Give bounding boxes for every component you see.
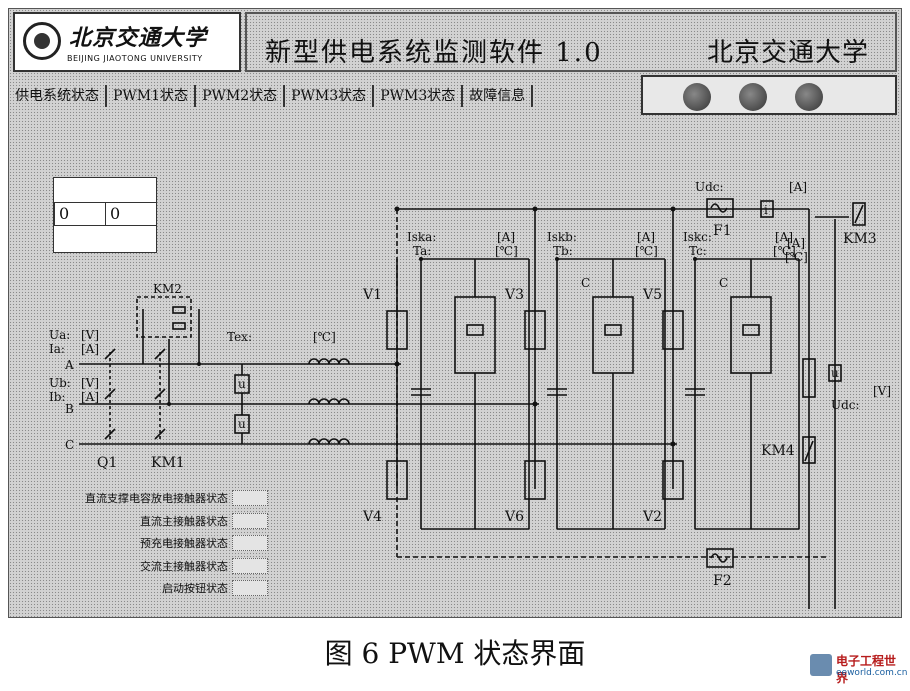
label-tex-unit: [℃] (313, 330, 336, 344)
label-i-meter: i (764, 203, 768, 217)
label-v5: V5 (642, 287, 662, 303)
label-tc-unit: [℃] (773, 244, 796, 258)
status-row: 直流主接触器状态 (85, 510, 268, 533)
label-v3: V3 (504, 287, 524, 303)
label-udc-top: Udc: (695, 180, 724, 194)
label-udc: Udc: (831, 398, 860, 412)
watermark: 电子工程世界 eeworld.com.cn (810, 652, 908, 686)
status-indicator (232, 512, 268, 529)
tab-bar: 供电系统状态 PWM1状态 PWM2状态 PWM3状态 PWM3状态 故障信息 (9, 79, 534, 113)
label-ua-unit: [V] (81, 328, 99, 342)
label-right-unit-c: [℃] (785, 250, 808, 264)
figure-caption: 图 6 PWM 状态界面 (324, 637, 586, 670)
label-v1: V1 (362, 287, 382, 303)
label-iskb-unit: [A] (637, 230, 655, 244)
label-ub: Ub: (49, 376, 71, 390)
header: 北京交通大学 BEIJING JIAOTONG UNIVERSITY 新型供电系… (9, 9, 901, 75)
label-u-sensor-2: u (238, 417, 246, 431)
label-phase-a: A (64, 358, 74, 372)
status-label: 预充电接触器状态 (140, 537, 228, 551)
tab-pwm1[interactable]: PWM1状态 (107, 85, 197, 107)
monitor-screen: 北京交通大学 BEIJING JIAOTONG UNIVERSITY 新型供电系… (8, 8, 902, 618)
label-ub-unit: [V] (81, 376, 99, 390)
label-iskc: Iskc: (683, 230, 712, 244)
label-iska: Iska: (407, 230, 436, 244)
status-row: 预充电接触器状态 (85, 532, 268, 555)
watermark-logo-icon (810, 654, 832, 676)
label-tc: Tc: (689, 244, 707, 258)
value-cell-2: 0 (105, 202, 157, 226)
status-row: 交流主接触器状态 (85, 555, 268, 578)
indicator-panel (641, 75, 897, 115)
label-udc-unit: [V] (873, 384, 891, 398)
watermark-text: 电子工程世界 (836, 654, 897, 685)
status-label: 直流支撑电容放电接触器状态 (85, 492, 228, 506)
label-module-c-3: C (719, 276, 728, 290)
indicator-lamp-1 (683, 83, 711, 111)
label-q1: Q1 (97, 455, 117, 471)
logo-chinese: 北京交通大学 (69, 25, 208, 51)
label-km1: KM1 (151, 455, 185, 471)
label-f1: F1 (713, 223, 732, 239)
label-tb: Tb: (553, 244, 573, 258)
status-list: 直流支撑电容放电接触器状态 直流主接触器状态 预充电接触器状态 交流主接触器状态… (85, 487, 268, 600)
university-logo: 北京交通大学 BEIJING JIAOTONG UNIVERSITY (13, 12, 241, 72)
university-name: 北京交通大学 (707, 38, 870, 68)
status-row: 启动按钮状态 (85, 577, 268, 600)
seal-icon (23, 22, 61, 60)
watermark-url: eeworld.com.cn (836, 668, 908, 678)
tab-fault-info[interactable]: 故障信息 (463, 85, 534, 107)
label-u-dc-sensor: u (831, 366, 839, 380)
label-km3: KM3 (843, 231, 877, 247)
label-ia: Ia: (49, 342, 65, 356)
logo-english: BEIJING JIAOTONG UNIVERSITY (67, 54, 203, 63)
title-bar: 新型供电系统监测软件 1.0 北京交通大学 (245, 12, 897, 72)
label-phase-c: C (65, 438, 74, 452)
status-label: 启动按钮状态 (162, 582, 228, 596)
label-ta: Ta: (413, 244, 431, 258)
label-f2: F2 (713, 573, 732, 589)
label-ua: Ua: (49, 328, 70, 342)
label-right-unit-a: [A] (787, 236, 805, 250)
label-iskc-unit: [A] (775, 230, 793, 244)
value-display: 0 0 (53, 177, 157, 253)
status-row: 直流支撑电容放电接触器状态 (85, 487, 268, 510)
indicator-lamp-3 (795, 83, 823, 111)
tab-pwm3[interactable]: PWM3状态 (285, 85, 375, 107)
app-title: 新型供电系统监测软件 1.0 (265, 38, 603, 68)
label-u-sensor-1: u (238, 377, 246, 391)
label-udc-top-unit: [A] (789, 180, 807, 194)
label-km4: KM4 (761, 443, 795, 459)
pwm-circuit-diagram: Ua: [V] Ia: [A] A Ub: [V] Ib: [A] B C KM… (49, 180, 891, 609)
status-indicator (232, 535, 268, 552)
label-v4: V4 (362, 509, 382, 525)
label-tex: Tex: (227, 330, 252, 344)
label-tb-unit: [℃] (635, 244, 658, 258)
label-ib-unit: [A] (81, 390, 99, 404)
status-label: 交流主接触器状态 (140, 559, 228, 573)
status-indicator (232, 490, 268, 507)
label-module-c-2: C (581, 276, 590, 290)
label-phase-b: B (65, 402, 74, 416)
label-v6: V6 (504, 509, 524, 525)
label-ta-unit: [℃] (495, 244, 518, 258)
label-iskb: Iskb: (547, 230, 577, 244)
label-km2: KM2 (153, 282, 182, 296)
tab-pwm2[interactable]: PWM2状态 (196, 85, 286, 107)
indicator-lamp-2 (739, 83, 767, 111)
status-indicator (232, 557, 268, 574)
label-v2: V2 (642, 509, 662, 525)
tab-pwm3-second[interactable]: PWM3状态 (374, 85, 464, 107)
label-iska-unit: [A] (497, 230, 515, 244)
status-label: 直流主接触器状态 (140, 514, 228, 528)
tab-supply-status[interactable]: 供电系统状态 (9, 85, 107, 107)
label-ia-unit: [A] (81, 342, 99, 356)
label-ib: Ib: (49, 390, 65, 404)
status-indicator (232, 580, 268, 597)
